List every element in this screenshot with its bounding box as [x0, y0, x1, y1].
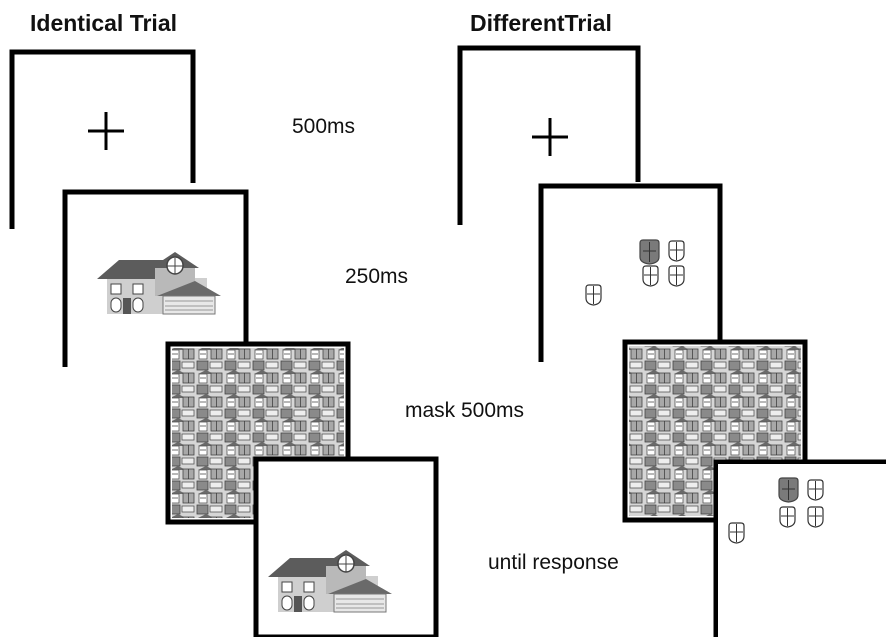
window-part-icon — [585, 284, 602, 306]
different-fixation-frame — [457, 45, 641, 225]
identical-fixation-frame — [9, 49, 196, 229]
timing-fixation-label: 500ms — [292, 115, 356, 138]
timing-test-label: until response — [488, 551, 619, 574]
different-trial-title: DifferentTrial — [470, 10, 612, 36]
different-mask-frame — [622, 339, 808, 523]
fixation-cross-icon — [88, 112, 124, 150]
house-image-icon — [96, 251, 222, 315]
timing-study-label: 250ms — [345, 265, 409, 288]
window-part-icon — [779, 506, 796, 528]
window-part-icon — [639, 239, 660, 265]
scrambled-parts-image — [585, 239, 685, 306]
window-part-icon — [642, 265, 659, 287]
different-test-frame — [713, 459, 886, 637]
window-part-icon — [668, 240, 685, 262]
identical-trial-title: Identical Trial — [30, 10, 177, 36]
different-study-frame — [538, 183, 723, 362]
window-part-icon — [807, 479, 824, 501]
window-part-icon — [668, 265, 685, 287]
window-part-icon — [728, 522, 745, 544]
window-part-icon — [778, 477, 799, 503]
window-part-icon — [807, 506, 824, 528]
identical-test-frame — [253, 456, 439, 637]
timing-mask-label: mask 500ms — [405, 399, 525, 422]
identical-study-frame — [62, 189, 249, 367]
fixation-cross-icon — [532, 118, 568, 156]
